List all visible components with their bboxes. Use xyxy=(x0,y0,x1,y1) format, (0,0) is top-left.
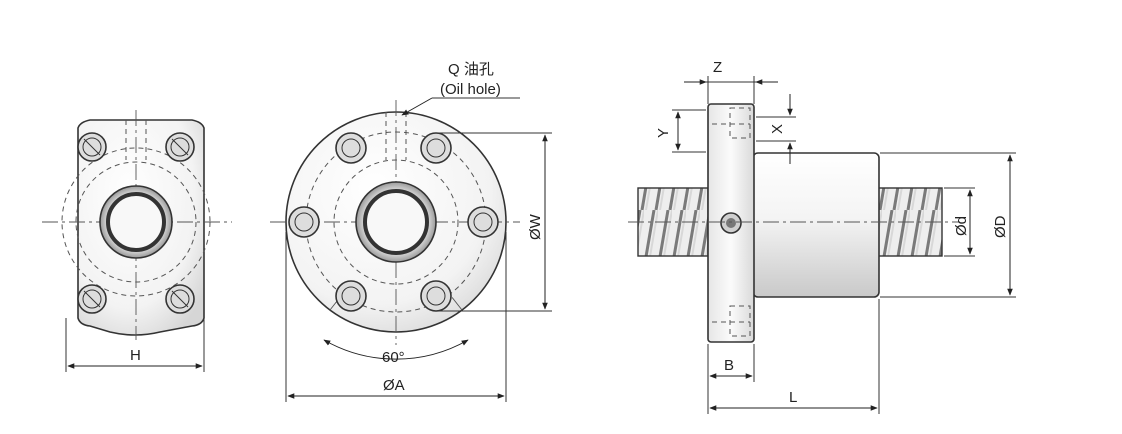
bolt-hole xyxy=(335,132,367,164)
dim-b-label: B xyxy=(724,357,734,374)
bolt-hole xyxy=(77,284,107,314)
bolt-hole xyxy=(335,280,367,312)
oil-hole-label-en: (Oil hole) xyxy=(440,81,501,98)
dim-x-label: X xyxy=(769,124,786,134)
oil-hole-label-cn: Q 油孔 xyxy=(448,61,494,78)
nut-side-view: Z Y X Ød ØD B L xyxy=(628,59,1016,414)
bolt-hole xyxy=(467,206,499,238)
dim-h-label: H xyxy=(130,347,141,364)
dim-d-label: Ød xyxy=(953,216,970,236)
bolt-hole xyxy=(165,132,195,162)
bolt-hole xyxy=(420,280,452,312)
bolt-hole xyxy=(165,284,195,314)
dim-a-label: ØA xyxy=(383,377,405,394)
angle-label: 60° xyxy=(382,349,405,366)
bolt-hole xyxy=(288,206,320,238)
bolt-hole xyxy=(77,132,107,162)
flange-round-view: Q 油孔 (Oil hole) ØW 60° ØA xyxy=(270,61,552,402)
dim-y-label: Y xyxy=(655,128,672,138)
dim-w-label: ØW xyxy=(527,213,544,240)
dim-big-d-label: ØD xyxy=(992,215,1009,238)
dim-z-label: Z xyxy=(713,59,722,76)
bolt-hole xyxy=(420,132,452,164)
flange-square-view: H xyxy=(42,110,232,372)
dim-l-label: L xyxy=(789,389,797,406)
